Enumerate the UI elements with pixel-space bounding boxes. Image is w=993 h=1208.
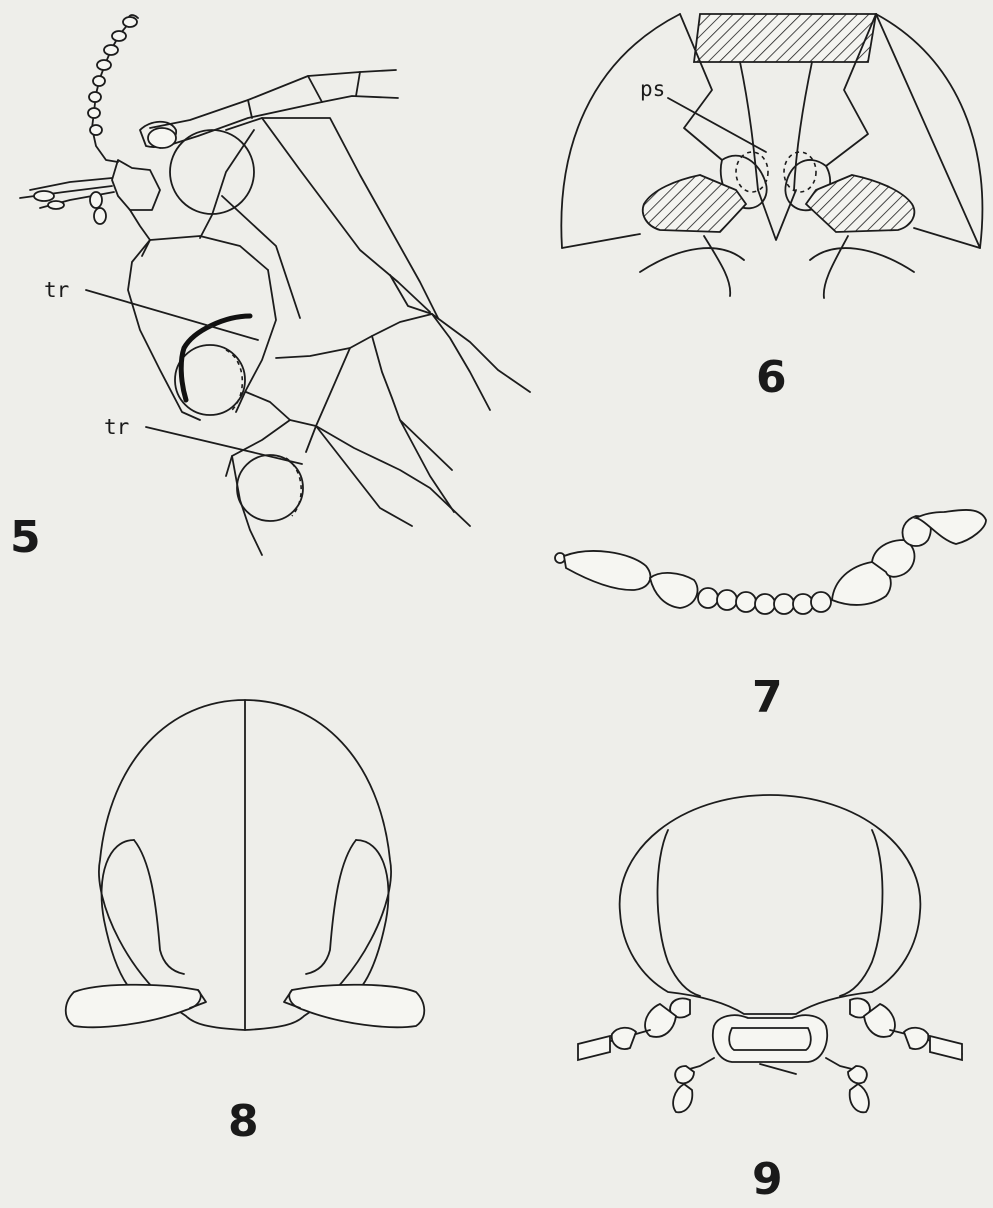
figure-5-midcoxa [175,345,245,415]
figure-8-number: 8 [228,1096,259,1147]
figure-5-lateral-view: tr tr 5 [10,15,530,563]
figure-5-number: 5 [10,512,41,563]
figure-7-club [832,510,986,605]
figure-7-funicle [698,588,831,614]
figure-7-scape [564,551,650,590]
figure-9-head-frontal: 9 [578,795,962,1205]
figure-5-label-tr-upper: tr [44,278,69,302]
figure-5-foreleg [140,70,398,148]
figure-5-leader-upper [86,290,258,340]
figure-7-pedicel [650,573,698,608]
figure-6-hatched-left [643,175,746,232]
figure-9-number: 9 [752,1154,783,1205]
figure-5-labels: tr tr [44,278,302,464]
figure-8-right-antenna [289,985,424,1027]
figure-9-left-eye [658,830,701,996]
figure-5-forecoxa [170,130,254,214]
figure-5-thorax [128,118,530,555]
figure-8-head-frontal: 8 [66,700,425,1147]
figure-5-head [20,160,160,256]
figure-7-antenna: 7 [555,510,986,723]
figure-6-number: 6 [756,352,787,403]
figure-5-label-tr-lower: tr [104,415,129,439]
figure-5-leader-lower [146,427,302,464]
figure-9-outline [620,795,921,1014]
figure-5-antenna [88,15,138,162]
figure-8-left-antenna [66,985,201,1027]
figure-7-number: 7 [752,672,783,723]
figure-6-hatched-top [694,14,876,62]
figure-6-label-ps: ps [640,77,665,101]
figure-6-hatched-right [806,175,914,232]
figure-9-right-eye [840,830,883,996]
figure-6-prosternum: ps 6 [561,14,982,403]
